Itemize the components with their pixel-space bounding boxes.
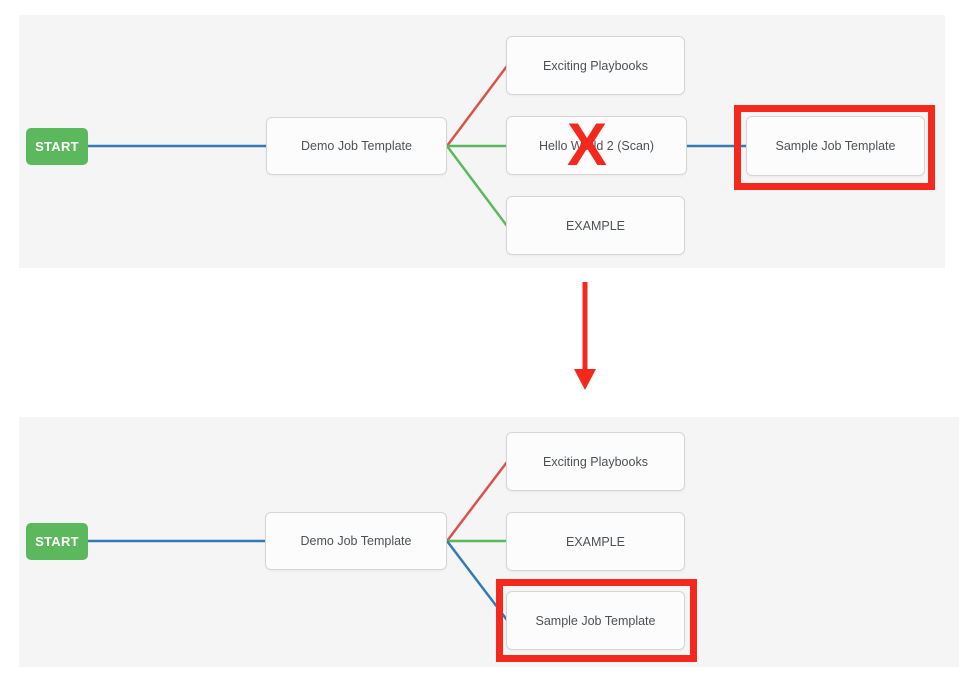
node-demo-job-template[interactable]: Demo Job Template — [265, 512, 447, 570]
node-example[interactable]: EXAMPLE — [506, 196, 685, 255]
node-sample-job-template[interactable]: Sample Job Template — [746, 116, 925, 176]
node-sample-job-template[interactable]: Sample Job Template — [506, 591, 685, 650]
arrow-head — [574, 369, 596, 390]
edge-demo-to-exciting — [446, 65, 508, 147]
edge-demo-to-sample — [446, 540, 508, 621]
edge-demo-to-exciting — [446, 461, 508, 542]
node-example[interactable]: EXAMPLE — [506, 512, 685, 571]
start-node[interactable]: START — [26, 128, 88, 165]
node-exciting-playbooks[interactable]: Exciting Playbooks — [506, 36, 685, 95]
node-exciting-playbooks[interactable]: Exciting Playbooks — [506, 432, 685, 491]
start-node[interactable]: START — [26, 523, 88, 560]
workflow-edges-after — [86, 461, 508, 621]
node-hello-world-2-scan[interactable]: Hello World 2 (Scan) — [506, 116, 687, 175]
edge-demo-to-example — [446, 145, 508, 227]
workflow-edges-before — [88, 65, 747, 227]
node-demo-job-template[interactable]: Demo Job Template — [266, 117, 447, 175]
workflow-diagram-after: START Demo Job Template Exciting Playboo… — [19, 417, 959, 667]
workflow-diagram-before: START Demo Job Template Exciting Playboo… — [19, 15, 945, 268]
transition-arrow-down-icon — [574, 282, 596, 390]
